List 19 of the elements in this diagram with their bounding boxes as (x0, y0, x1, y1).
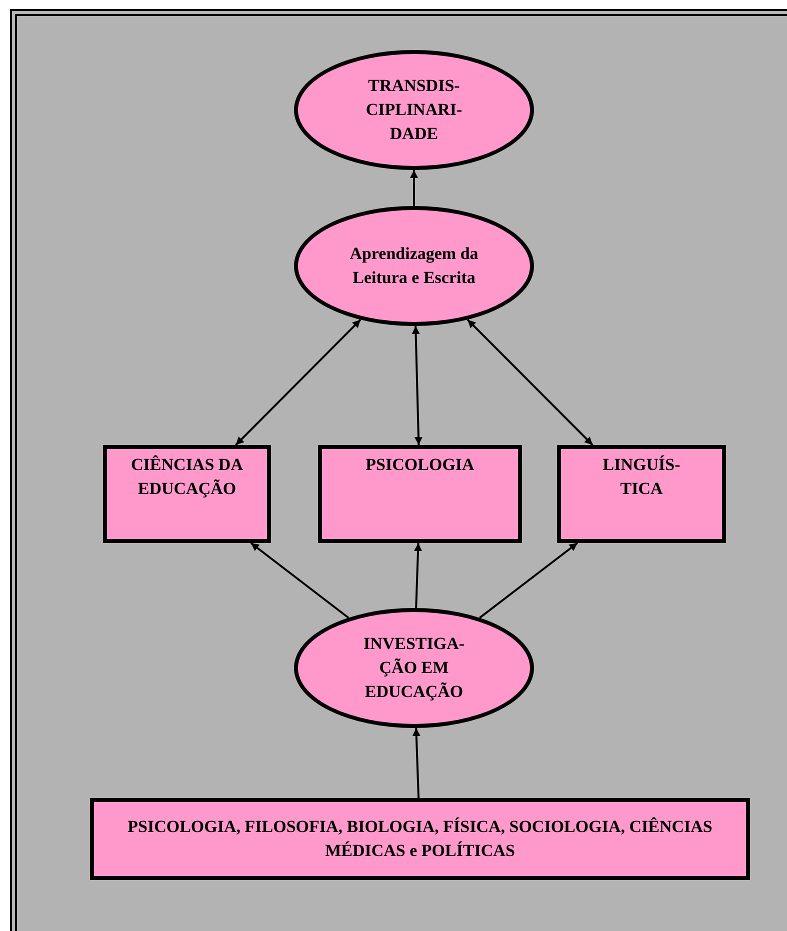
arrow (235, 319, 362, 446)
node-label: TRANSDIS- CIPLINARI- DADE (364, 75, 464, 145)
arrow (412, 728, 420, 798)
rectangle-node (557, 445, 726, 543)
node-label: PSICOLOGIA, FILOSOFIA, BIOLOGIA, FÍSICA, SOCIOLOGIA, CIÊNCIAS MÉDICAS e POLÍTICAS (126, 816, 714, 862)
arrow (412, 326, 422, 446)
arrow (250, 542, 350, 619)
node-label: PSICOLOGIA (366, 454, 474, 476)
node-label: CIÊNCIAS DA EDUCAÇÃO (130, 454, 244, 500)
node-label: INVESTIGA- ÇÃO EM EDUCAÇÃO (362, 633, 466, 703)
arrow (414, 542, 422, 608)
node-label: Aprendizagem da Leitura e Escrita (348, 243, 480, 289)
arrow (410, 170, 418, 206)
rectangle-node (318, 445, 522, 543)
node-label: LINGUÍS- TICA (602, 454, 682, 500)
arrow (466, 318, 594, 446)
rectangle-node (90, 798, 750, 880)
arrow (479, 542, 578, 619)
rectangle-node (103, 445, 271, 543)
